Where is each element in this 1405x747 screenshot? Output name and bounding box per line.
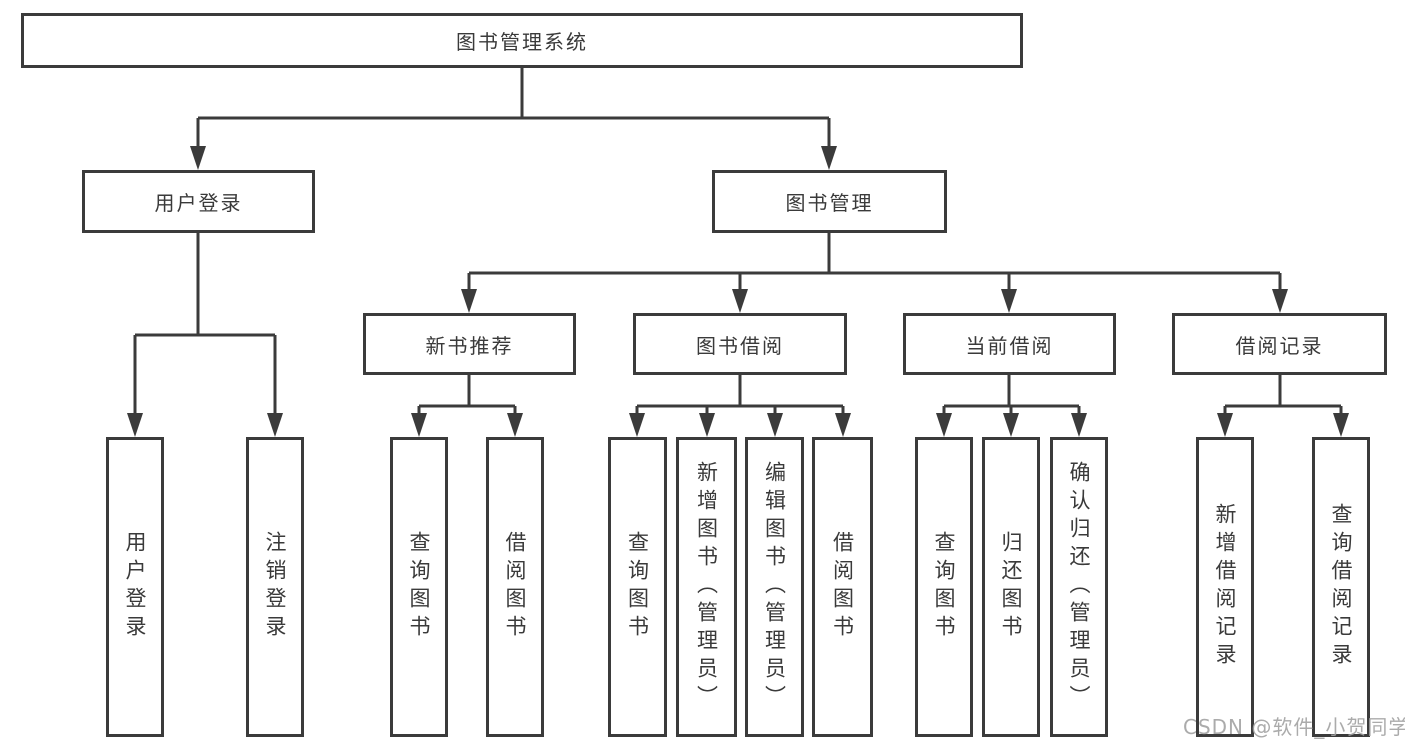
connector-borrowing-records-to-leaves	[1217, 375, 1349, 437]
node-label: 确认归还（管理员）	[1067, 461, 1091, 713]
node-label: 新增借阅记录	[1213, 503, 1237, 671]
node-label: 查询图书	[625, 531, 650, 643]
node-label: 借阅记录	[1235, 333, 1324, 358]
arrowhead-icon	[461, 289, 477, 313]
node-library-management-system: 图书管理系统	[21, 13, 1023, 68]
node-label: 用户登录	[154, 191, 243, 215]
arrowhead-icon	[1217, 413, 1233, 437]
node-book-management: 图书管理	[712, 170, 947, 233]
connector-current-borrowing-to-leaves	[936, 375, 1087, 437]
leaf-confirm-return-admin: 确认归还（管理员）	[1050, 437, 1108, 737]
node-label: 编辑图书（管理员）	[762, 461, 787, 713]
arrowhead-icon	[190, 146, 206, 170]
node-label: 图书借阅	[696, 333, 784, 358]
connector-root-to-level1	[190, 68, 837, 170]
leaf-query-books-recommend: 查询图书	[390, 437, 448, 737]
arrowhead-icon	[936, 413, 952, 437]
leaf-user-login: 用户登录	[106, 437, 164, 737]
arrowhead-icon	[629, 413, 645, 437]
leaf-query-borrow-record: 查询借阅记录	[1312, 437, 1370, 737]
arrowhead-icon	[732, 289, 748, 313]
leaf-return-books: 归还图书	[982, 437, 1040, 737]
leaf-query-books-borrowing: 查询图书	[608, 437, 667, 737]
arrowhead-icon	[1071, 413, 1087, 437]
node-label: 注销登录	[263, 531, 287, 643]
leaf-borrow-books-recommend: 借阅图书	[486, 437, 544, 737]
arrowhead-icon	[411, 413, 427, 437]
connector-book-management-to-groups	[461, 233, 1288, 313]
arrowhead-icon	[1272, 289, 1288, 313]
arrowhead-icon	[1003, 413, 1019, 437]
connector-new-book-recommend-to-leaves	[411, 375, 523, 437]
node-label: 查询图书	[407, 531, 431, 643]
arrowhead-icon	[821, 146, 837, 170]
node-new-book-recommend: 新书推荐	[363, 313, 576, 375]
connector-user-login-to-leaves	[127, 233, 283, 437]
leaf-edit-book-admin: 编辑图书（管理员）	[745, 437, 804, 737]
node-label: 借阅图书	[503, 531, 527, 643]
node-label: 归还图书	[999, 531, 1023, 643]
node-book-borrowing: 图书借阅	[633, 313, 847, 375]
node-label: 借阅图书	[830, 531, 855, 643]
node-label: 用户登录	[123, 531, 147, 643]
leaf-add-borrow-record: 新增借阅记录	[1196, 437, 1254, 737]
node-label: 新书推荐	[425, 333, 514, 358]
leaf-add-book-admin: 新增图书（管理员）	[676, 437, 737, 737]
node-label: 当前借阅	[965, 333, 1054, 358]
arrowhead-icon	[767, 413, 783, 437]
arrowhead-icon	[1001, 289, 1017, 313]
leaf-logout: 注销登录	[246, 437, 304, 737]
arrowhead-icon	[835, 413, 851, 437]
csdn-watermark: CSDN @软件_小贺同学	[1183, 715, 1405, 739]
leaf-query-books-current: 查询图书	[915, 437, 973, 737]
node-user-login: 用户登录	[82, 170, 315, 233]
node-label: 图书管理	[785, 191, 874, 215]
arrowhead-icon	[127, 413, 143, 437]
node-label: 查询借阅记录	[1329, 503, 1353, 671]
node-current-borrowing: 当前借阅	[903, 313, 1116, 375]
arrowhead-icon	[1333, 413, 1349, 437]
node-borrowing-records: 借阅记录	[1172, 313, 1387, 375]
leaf-borrow-books-borrowing: 借阅图书	[812, 437, 873, 737]
node-label: 图书管理系统	[456, 30, 588, 54]
arrowhead-icon	[699, 413, 715, 437]
connector-book-borrowing-to-leaves	[629, 375, 851, 437]
node-label: 查询图书	[932, 531, 956, 643]
arrowhead-icon	[507, 413, 523, 437]
node-label: 新增图书（管理员）	[694, 461, 719, 713]
arrowhead-icon	[267, 413, 283, 437]
